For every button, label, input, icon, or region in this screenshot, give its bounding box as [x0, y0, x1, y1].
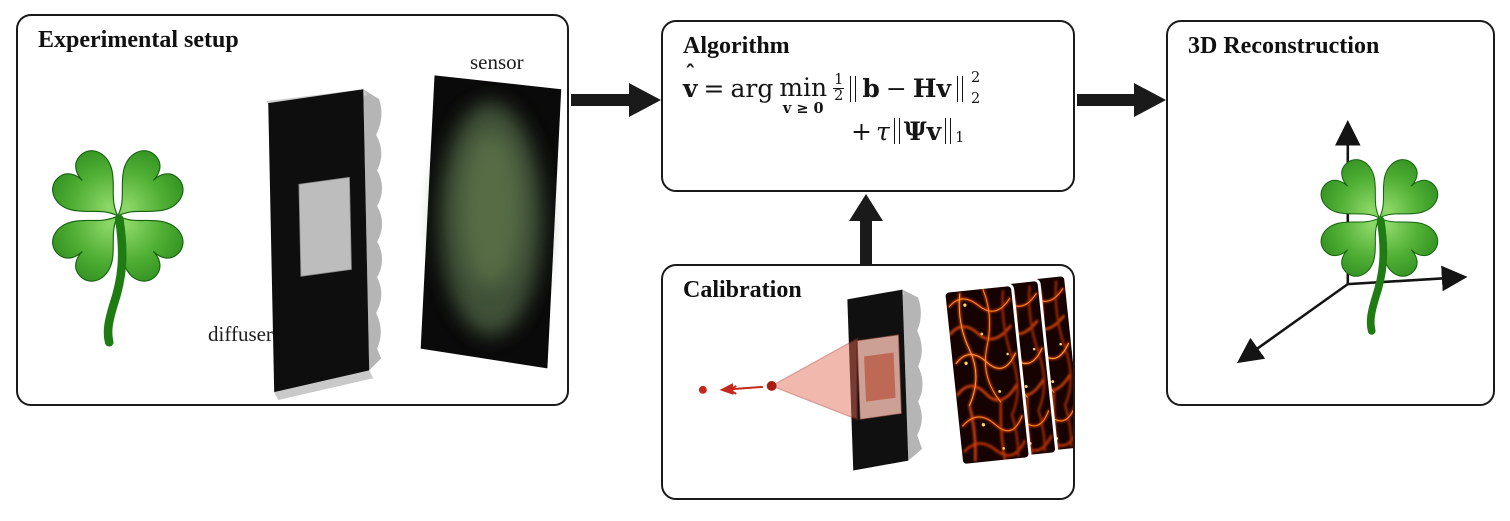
formula-line-2: + τ Ψv 1: [683, 116, 980, 147]
axis-x-arrow: [1347, 265, 1468, 292]
norm2-close-bars: [945, 118, 952, 144]
minus-sign: −: [885, 74, 907, 104]
norm2-open-bars: [893, 118, 900, 144]
min-constraint: v ≥ 0: [782, 100, 824, 117]
b-vector: b: [862, 74, 880, 104]
panel-experimental-setup: Experimental setup sensor diffuser: [16, 14, 569, 406]
reconstruction-title: 3D Reconstruction: [1188, 33, 1380, 59]
arrow-shape: [571, 83, 661, 117]
Psi-v-term: Ψv: [903, 116, 942, 146]
point-source-dot: [698, 385, 707, 394]
sensor-label: sensor: [470, 50, 524, 74]
panel-3d-reconstruction: 3D Reconstruction: [1166, 20, 1495, 406]
light-cone: [770, 337, 858, 421]
diffuser-graphic: [266, 89, 383, 401]
diffuser-label: diffuser: [208, 322, 273, 346]
tau-coefficient: τ: [875, 116, 890, 146]
panel-calibration: Calibration: [661, 264, 1075, 500]
arrow-algorithm-to-reconstruction: [1077, 83, 1166, 117]
point-source-dot-2: [766, 381, 777, 391]
calibration-graphic: [698, 273, 1073, 471]
algorithm-title: Algorithm: [683, 33, 790, 59]
norm-squared-sub2: 2 2: [970, 69, 981, 108]
clover-reconstruction-image: [1315, 153, 1444, 331]
reconstruction-graphic: [1236, 119, 1468, 364]
l1-subscript: 1: [955, 130, 965, 146]
diffuser-aperture: [298, 176, 352, 277]
norm-open-bars: [850, 75, 857, 102]
point-source-graphic: [698, 337, 858, 421]
min-operator: min v ≥ 0: [779, 73, 828, 117]
one-half-fraction: 1 2: [833, 72, 845, 105]
experimental-setup-graphic: [18, 75, 562, 401]
source-translation-arrow: [719, 383, 763, 395]
hat-accent: ˆ: [685, 61, 696, 87]
sensor-graphic: [420, 75, 562, 369]
setup-title: Experimental setup: [38, 27, 239, 53]
arg-operator: arg: [730, 74, 774, 104]
calibration-diffuser-graphic: [847, 289, 923, 471]
Hv-term: Hv: [912, 74, 951, 104]
calibration-title: Calibration: [683, 277, 802, 303]
arrow-setup-to-algorithm: [571, 83, 661, 117]
arrow-shape: [849, 194, 883, 264]
arrow-calibration-to-algorithm: [849, 194, 883, 264]
caustic-frame-front: [942, 283, 1032, 467]
plus-sign: +: [851, 116, 872, 146]
arrow-shape: [1077, 83, 1166, 117]
axis-y-arrow: [1236, 283, 1349, 364]
equals-sign: =: [703, 74, 725, 104]
norm-close-bars: [956, 75, 963, 102]
clover-object-image: [46, 144, 190, 342]
